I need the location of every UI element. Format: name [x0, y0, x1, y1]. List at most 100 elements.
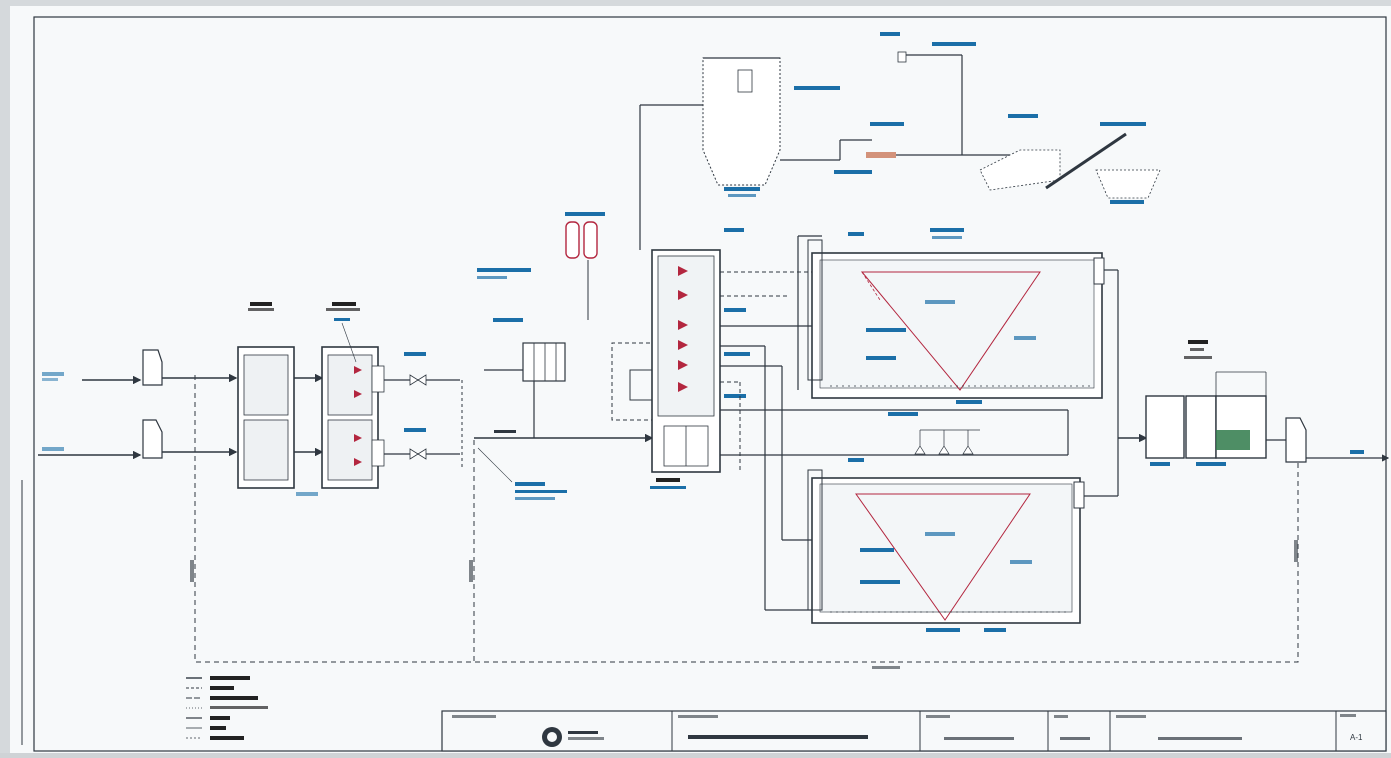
recirc-loop	[611, 342, 652, 421]
clarifier-2-tag-e	[984, 628, 1006, 632]
mixer-label	[493, 318, 523, 322]
disinfection-label-a	[1188, 340, 1208, 344]
distribution-box	[611, 228, 750, 489]
press-unit	[979, 149, 1061, 191]
legend-text	[210, 726, 226, 730]
polymer-label	[880, 32, 900, 36]
drain-label-1	[190, 560, 194, 582]
title-block-frame	[441, 710, 1387, 752]
legend-text	[210, 706, 268, 709]
valve-icon	[409, 448, 427, 460]
clarifier-2-inner	[819, 483, 1073, 613]
sludge-pump-pad	[866, 152, 896, 158]
tb-field-label	[1116, 715, 1146, 718]
grit-bay-2	[327, 419, 373, 481]
clarifier-1-inlet-channel	[807, 239, 823, 381]
sample-label	[888, 412, 918, 416]
clarifier-1-inner	[819, 259, 1095, 389]
clarifier-1	[797, 228, 1105, 404]
leader	[341, 322, 357, 363]
sludge-pump-label	[870, 122, 904, 126]
grit-bay-1	[327, 354, 373, 416]
pump-icon	[354, 458, 362, 466]
tb-field-label	[1054, 715, 1068, 718]
drain-label-3	[1294, 540, 1298, 562]
tb-field-label	[452, 715, 496, 718]
conveyor	[1045, 132, 1127, 190]
tb-field-label	[1340, 714, 1356, 717]
pump-icon	[678, 266, 688, 276]
screenings-label	[296, 492, 318, 496]
dewatering	[979, 114, 1161, 204]
thickener-well	[737, 69, 753, 93]
clarifier-1-tag-b	[866, 356, 896, 360]
bypass-label-b	[515, 490, 567, 493]
clarifier-1-label	[925, 300, 955, 304]
legend-text	[210, 676, 250, 680]
clarifier-1-tag-a	[866, 328, 906, 332]
valve-label-1	[404, 352, 426, 356]
pump-icon	[354, 390, 362, 398]
sample-taps	[888, 412, 980, 455]
screens	[237, 302, 324, 489]
screen-bay-2	[243, 419, 289, 481]
grit-label-b	[326, 308, 360, 311]
bin-label	[1110, 200, 1144, 204]
flash-mix-tank	[522, 342, 566, 382]
legend-text	[210, 736, 244, 740]
influent-section	[38, 349, 238, 460]
splitter-tag-2	[724, 308, 746, 312]
influent-label-1	[42, 372, 64, 376]
chemical-tank	[565, 221, 580, 259]
splitter-tag-4	[724, 394, 746, 398]
pump-icon	[678, 382, 688, 392]
clarifier-1-hopper	[860, 271, 1041, 391]
clarifier-piping	[720, 269, 1148, 611]
recirc-loop-2	[629, 369, 652, 401]
polymer-label-b	[932, 42, 976, 46]
grit-outlet-box-1	[371, 365, 385, 393]
pump-icon	[354, 366, 362, 374]
polymer-tank	[897, 51, 907, 63]
clarifier-2-weir	[1073, 481, 1085, 509]
pump-icon	[678, 360, 688, 370]
contact-label-1	[1150, 462, 1170, 466]
clarifier-2-label	[925, 532, 955, 536]
conveyor-label	[1100, 122, 1146, 126]
pump-icon	[678, 290, 688, 300]
screen-label	[250, 302, 272, 306]
sample-tap-icon	[938, 430, 950, 455]
company-name-b	[568, 737, 604, 740]
screen-label-b	[248, 308, 274, 311]
valve-icon	[409, 374, 427, 386]
cake-bin	[1095, 169, 1161, 199]
valves	[384, 352, 463, 470]
outfall-structure	[1285, 417, 1307, 463]
valve-label-2	[404, 428, 426, 432]
disinfection-label-c	[1184, 356, 1212, 359]
tb-field-value	[944, 737, 1014, 740]
screen-bay-1	[243, 354, 289, 416]
splitter-tag-1	[724, 228, 744, 232]
title-block: A-1	[441, 710, 1387, 752]
contact-label-2	[1196, 462, 1226, 466]
grit-tag	[334, 318, 350, 321]
chem-label-a	[477, 268, 531, 272]
splitter-chamber	[657, 255, 715, 417]
thickener-tag-a	[724, 187, 760, 191]
thickener-label	[794, 86, 840, 90]
tb-field-label	[926, 715, 950, 718]
drawing-title	[688, 735, 868, 739]
leader	[477, 447, 513, 483]
tb-field-value	[1158, 737, 1242, 740]
grit-outlet-box-2	[371, 439, 385, 467]
influent-label-1b	[42, 378, 58, 381]
splitter-pumps	[678, 266, 688, 392]
clarifier-1-top-label-b	[932, 236, 962, 239]
clarifier-1-tag-c	[1014, 336, 1036, 340]
pump-icon	[678, 320, 688, 330]
drain-return	[190, 375, 1299, 669]
sample-tap-icon	[962, 430, 974, 455]
